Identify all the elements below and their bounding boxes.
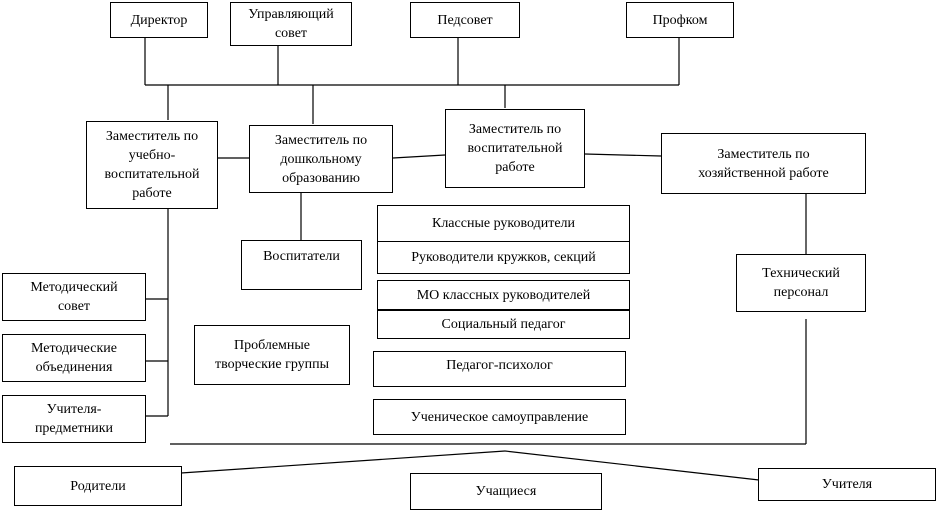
box-methodical-council: Методический совет [2,273,146,321]
label-students: Учащиеся [475,484,537,499]
box-technical-staff: Технический персонал [736,254,866,312]
label-deputy-educational: Заместитель по учебно-воспитательной раб… [104,129,200,201]
label-methodical-associations: Методические объединения [31,341,117,375]
box-pedsovet: Педсовет [410,2,520,38]
box-class-teachers: Классные руководители [377,205,630,242]
box-deputy-educational: Заместитель по учебно-воспитательной раб… [86,121,218,209]
box-mo-class-teachers: МО классных руководителей [377,280,630,311]
label-student-government: Ученическое самоуправление [410,409,589,425]
box-educators: Воспитатели [241,240,362,290]
box-students: Учащиеся [410,473,602,510]
box-teachers: Учителя [758,468,936,501]
label-director: Директор [130,12,188,28]
box-deputy-preschool: Заместитель по дошкольному образованию [249,125,393,193]
label-pedsovet: Педсовет [437,12,493,28]
box-parents: Родители [14,466,182,506]
label-class-teachers: Классные руководители [431,216,576,231]
box-governing-council: Управляющий совет [230,2,352,46]
box-social-teacher: Социальный педагог [377,310,630,339]
box-club-leaders: Руководители кружков, секций [377,241,630,274]
label-teachers: Учителя [821,477,873,492]
label-profkom: Профком [652,12,708,28]
line-upbringing-economic [584,153,662,157]
box-methodical-associations: Методические объединения [2,334,146,382]
label-parents: Родители [70,478,126,494]
label-club-leaders: Руководители кружков, секций [411,250,596,265]
box-deputy-economic: Заместитель по хозяйственной работе [661,133,866,194]
box-deputy-upbringing: Заместитель по воспитательной работе [445,109,585,188]
box-subject-teachers: Учителя-предметники [2,395,146,443]
label-deputy-upbringing: Заместитель по воспитательной работе [467,122,563,175]
label-psychologist: Педагог-психолог [446,358,553,373]
line-to-parents [180,450,506,474]
line-to-teachers [504,450,760,481]
label-mo-class-teachers: МО классных руководителей [416,287,591,303]
label-methodical-council: Методический совет [30,280,118,314]
label-technical-staff: Технический персонал [762,266,840,300]
box-creative-groups: Проблемные творческие группы [194,325,350,385]
box-student-government: Ученическое самоуправление [373,399,626,435]
label-deputy-economic: Заместитель по хозяйственной работе [698,146,829,181]
label-creative-groups: Проблемные творческие группы [214,338,330,372]
label-governing-council: Управляющий совет [248,7,334,41]
label-deputy-preschool: Заместитель по дошкольному образованию [274,132,368,186]
box-director: Директор [110,2,208,38]
label-educators: Воспитатели [263,249,340,264]
line-preschool-upbringing [392,154,446,159]
box-profkom: Профком [626,2,734,38]
label-subject-teachers: Учителя-предметники [34,402,114,436]
label-social-teacher: Социальный педагог [441,317,566,332]
box-psychologist: Педагог-психолог [373,351,626,387]
